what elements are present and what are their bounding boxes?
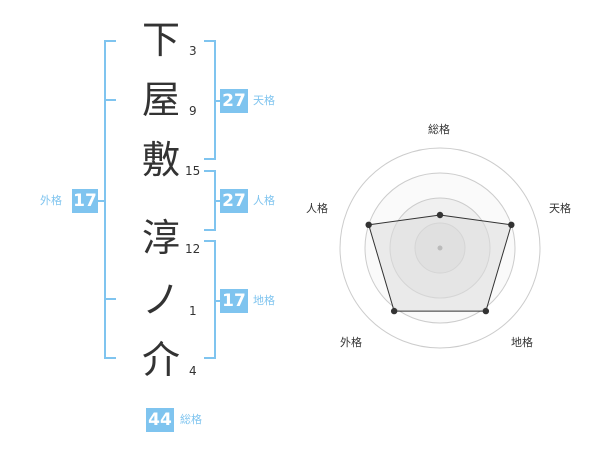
radar-axis-label-gaikaku: 外格: [340, 336, 362, 349]
radar-point-1: [436, 211, 444, 219]
bracket-line: [104, 99, 116, 101]
chikaku-label: 地格: [253, 294, 275, 307]
bracket-line: [204, 229, 216, 231]
radar-axis-label-tenkaku: 天格: [549, 202, 571, 215]
bracket-line: [104, 40, 106, 359]
stroke-count-6: 4: [189, 364, 197, 378]
radar-axis-label-soukaku: 総格: [428, 123, 450, 136]
name-char-5: ノ: [141, 278, 180, 322]
jinkaku-value-badge: 27: [220, 189, 248, 213]
radar-point-4: [390, 307, 398, 315]
jinkaku-label: 人格: [253, 194, 275, 207]
bracket-line: [204, 40, 216, 42]
stroke-count-3: 15: [185, 164, 201, 178]
bracket-line: [204, 158, 216, 160]
bracket-line: [214, 100, 220, 102]
gaikaku-value-badge: 17: [72, 189, 98, 213]
chikaku-value-badge: 17: [220, 289, 248, 313]
stroke-count-1: 3: [189, 44, 197, 58]
radar-point-2: [508, 221, 515, 229]
tenkaku-label: 天格: [253, 94, 275, 107]
name-char-3: 敷: [141, 138, 180, 182]
bracket-line: [104, 357, 116, 359]
bracket-line: [214, 200, 220, 202]
tenkaku-value-badge: 27: [220, 89, 248, 113]
bracket-line: [214, 300, 220, 302]
radar-data-polygon: [368, 214, 512, 312]
radar-axis-label-chikaku: 地格: [511, 336, 533, 349]
bracket-line: [98, 200, 104, 202]
name-char-6: 介: [141, 338, 180, 382]
radar-point-5: [365, 221, 372, 229]
name-char-4: 淳: [141, 216, 180, 260]
stroke-count-4: 12: [185, 242, 201, 256]
bracket-line: [204, 170, 216, 172]
radar-center-dot: [437, 245, 443, 251]
stroke-count-5: 1: [189, 304, 197, 318]
bracket-line: [104, 40, 116, 42]
soukaku-value-badge: 44: [146, 408, 174, 432]
radar-point-3: [482, 307, 490, 315]
bracket-line: [214, 240, 216, 359]
radar-axis-label-jinkaku: 人格: [306, 202, 328, 215]
name-char-1: 下: [141, 18, 180, 62]
bracket-line: [104, 298, 116, 300]
name-char-2: 屋: [141, 78, 180, 122]
stroke-count-2: 9: [189, 104, 197, 118]
soukaku-label: 総格: [180, 413, 202, 426]
gaikaku-label: 外格: [40, 194, 62, 207]
bracket-line: [204, 240, 216, 242]
bracket-line: [204, 357, 216, 359]
